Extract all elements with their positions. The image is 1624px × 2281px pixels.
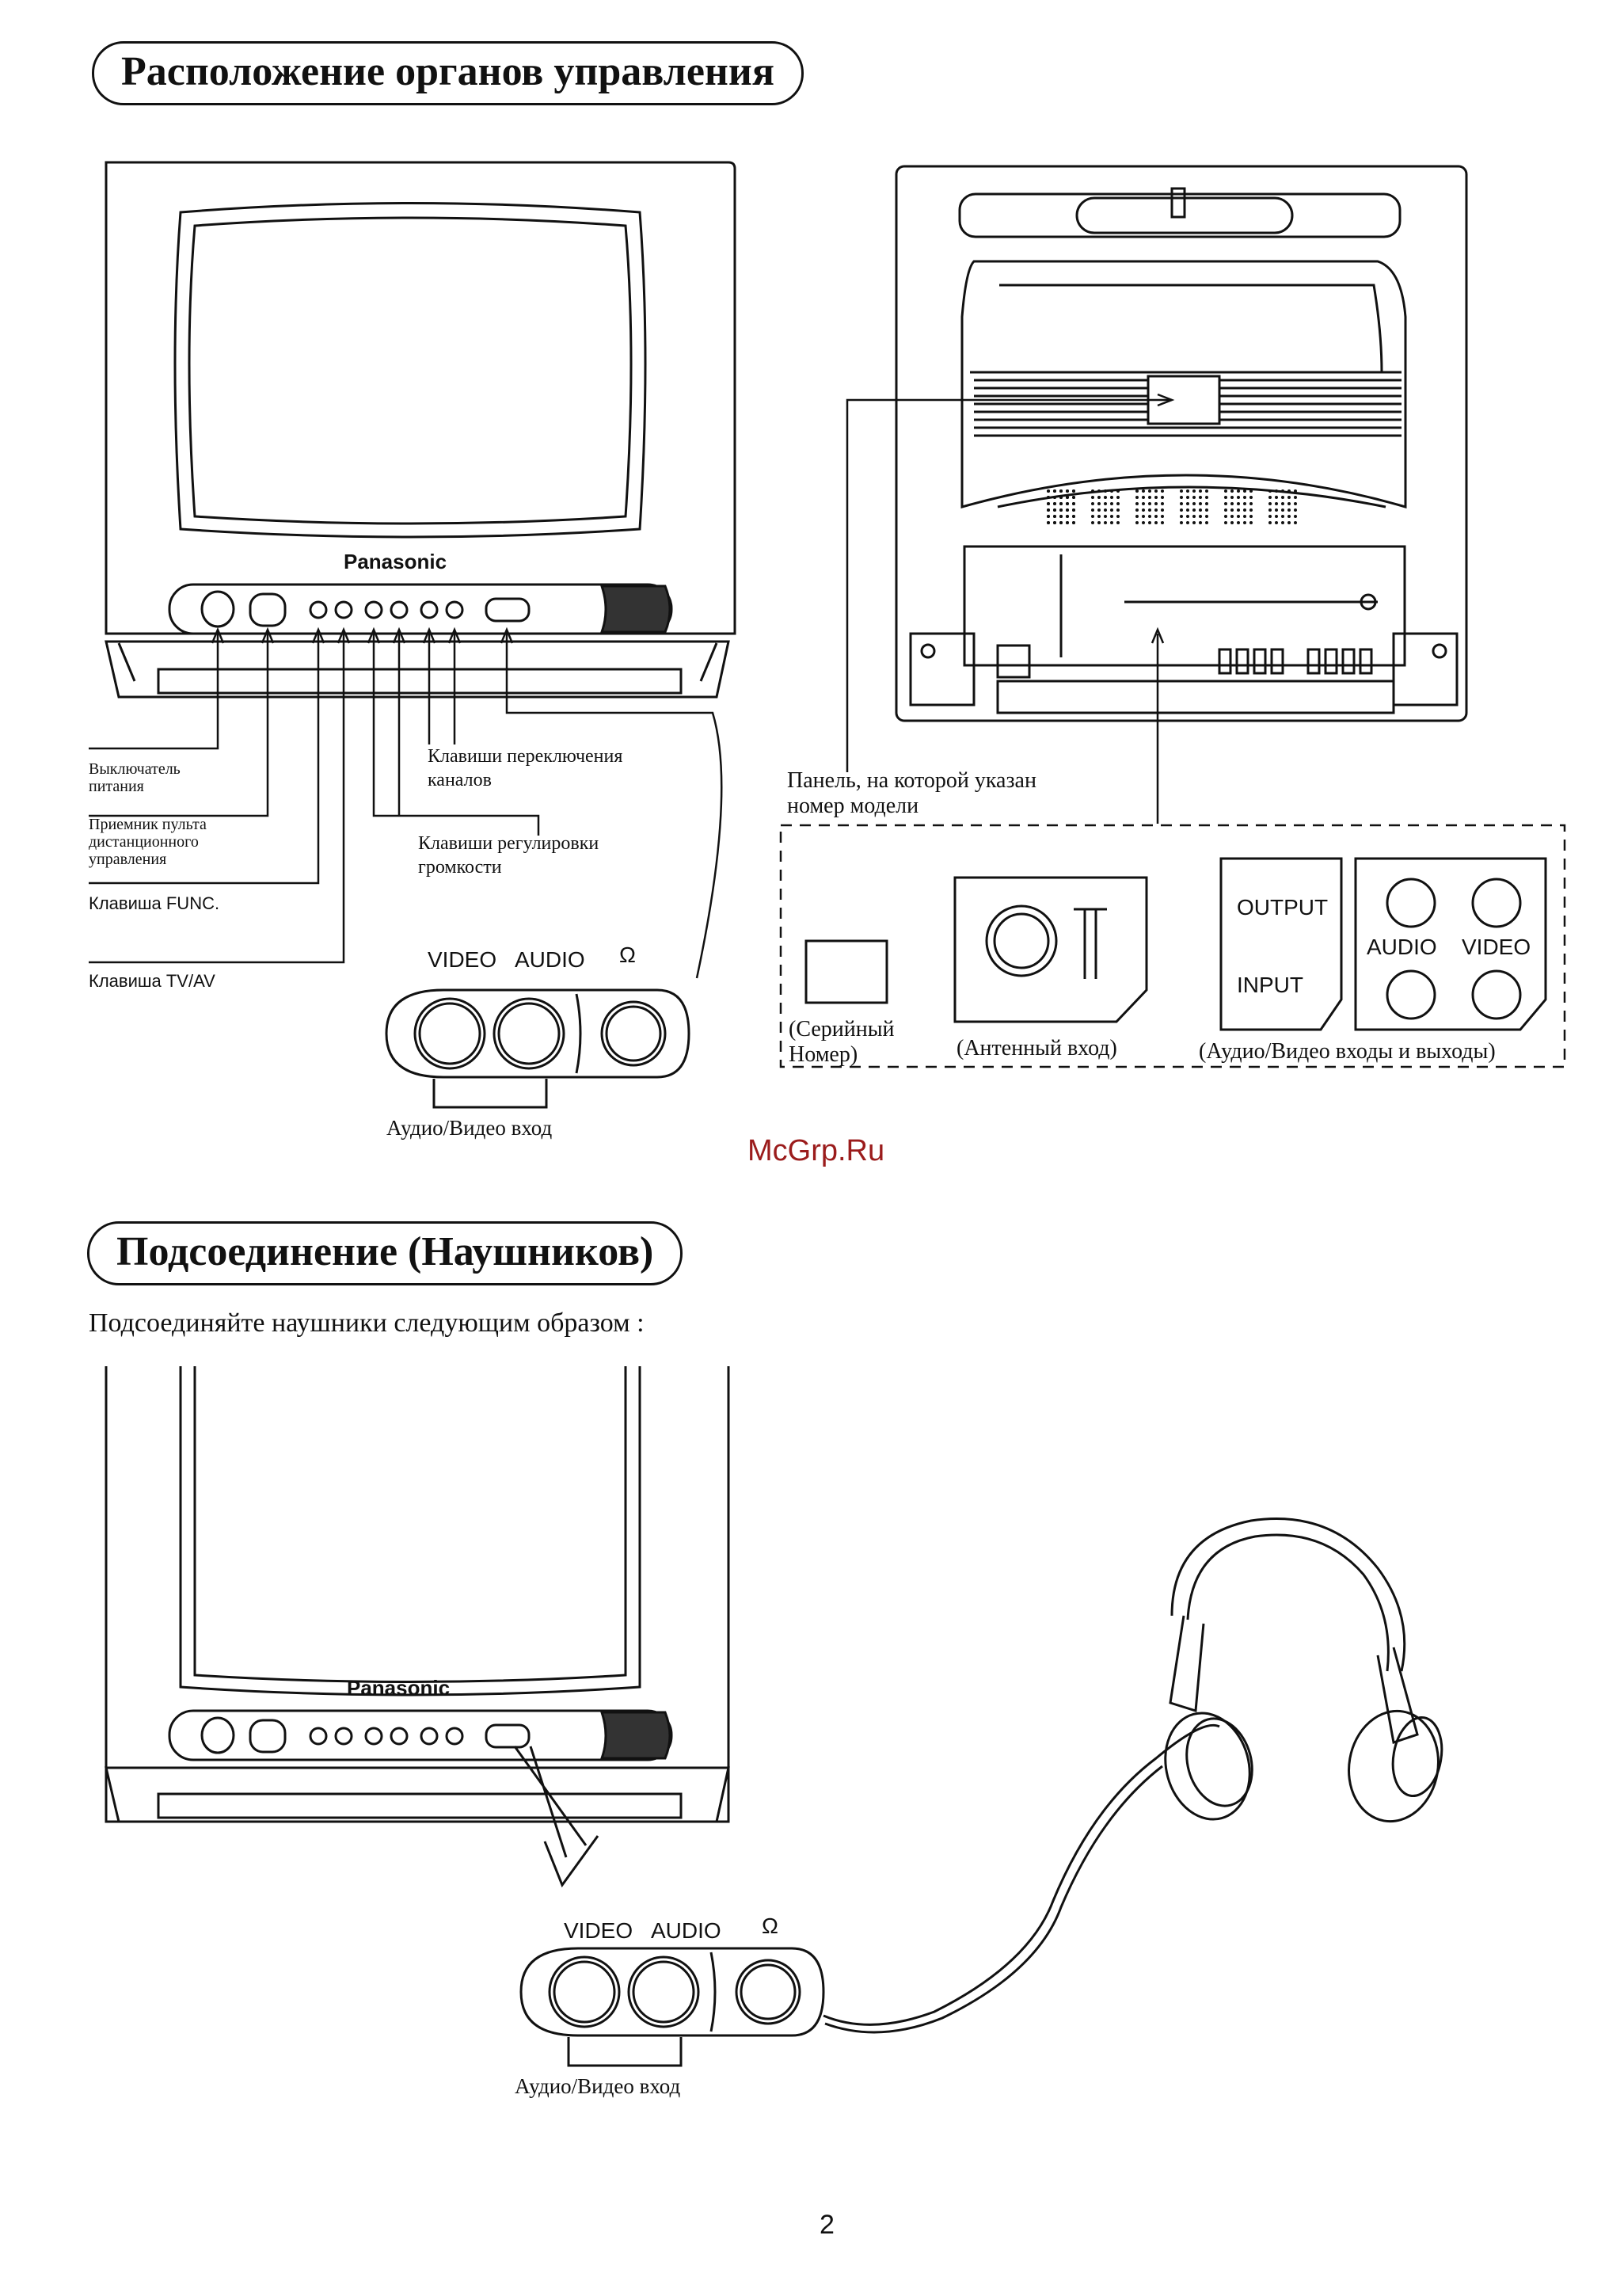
antenna-socket: [985, 904, 1058, 977]
rear-video-in-jack: [1471, 969, 1522, 1020]
volume-down-button: [364, 600, 383, 619]
headphones-illustration: [823, 1517, 1443, 2034]
rear-cabinet-hump: [960, 260, 1407, 508]
func-button: [309, 600, 328, 619]
front-tv-screen-outer: [173, 202, 647, 539]
tvav-key-label: Клавиша TV/AV: [89, 971, 215, 991]
remote-receiver-label: Приемник пульта дистанционного управлени…: [89, 816, 207, 868]
rear-handle-recess: [958, 192, 1402, 238]
channel-down-button: [420, 600, 439, 619]
audio-jack-label-2: AUDIO: [651, 1918, 721, 1943]
serial-number-box: [804, 939, 888, 1004]
audio-jack-1: [493, 997, 565, 1070]
brand-logo-1: Panasonic: [344, 550, 447, 573]
front-control-strip-2: [168, 1709, 673, 1761]
av-jack-block-1: [385, 988, 690, 1079]
channel-keys-label: Клавиши переключения каналов: [428, 746, 623, 790]
watermark: McGrp.Ru: [747, 1134, 885, 1167]
rear-audio-label: AUDIO: [1367, 935, 1437, 959]
rear-detail-dashed-box: [779, 824, 1566, 1068]
brand-logo-2: Panasonic: [347, 1676, 451, 1700]
antenna-input-box: [953, 876, 1148, 1023]
av-door: [485, 597, 531, 623]
rear-foot-right: [1392, 632, 1459, 706]
video-jack-1: [413, 997, 486, 1070]
front-tv-base-recess: [157, 668, 683, 695]
audio-jack-label-1: AUDIO: [515, 947, 585, 972]
rear-video-out-jack: [1471, 878, 1522, 928]
av-jack-block-2: [519, 1947, 825, 2037]
front-speaker-grille: [599, 585, 671, 634]
serial-number-label: (Серийный Номер): [789, 1017, 895, 1067]
rear-terminal-area: [963, 545, 1406, 667]
front-tv-screen-2: [179, 1366, 641, 1696]
remote-receiver: [249, 592, 287, 627]
input-label: INPUT: [1237, 973, 1303, 997]
headphone-jack-2: [735, 1959, 801, 2025]
headphone-symbol-2: Ω: [762, 1914, 778, 1938]
rear-video-label: VIDEO: [1462, 935, 1531, 959]
section-title-controls: Расположение органов управления: [92, 41, 804, 105]
tvav-button: [334, 600, 353, 619]
av-input-caption-2: Аудио/Видео вход: [515, 2074, 681, 2098]
power-switch-button: [200, 590, 235, 628]
audio-video-jacks-panel: [1354, 857, 1547, 1031]
front-control-strip: [168, 583, 673, 635]
rear-audio-in-jack: [1386, 969, 1436, 1020]
antenna-input-label: (Антенный вход): [957, 1036, 1117, 1061]
av-input-caption-1: Аудио/Видео вход: [386, 1116, 553, 1140]
volume-up-button: [390, 600, 409, 619]
output-input-panel: [1219, 857, 1343, 1031]
volume-keys-label: Клавиши регулировки громкости: [418, 833, 599, 878]
front-tv-screen-inner: [188, 216, 633, 525]
rear-foot-left: [909, 632, 976, 706]
section-title-headphones: Подсоединение (Наушников): [87, 1221, 683, 1285]
func-key-label: Клавиша FUNC.: [89, 893, 220, 913]
channel-up-button: [445, 600, 464, 619]
av-io-label: (Аудио/Видео входы и выходы): [1199, 1039, 1496, 1064]
front-tv-base: [105, 640, 730, 699]
video-jack-label-2: VIDEO: [564, 1918, 633, 1943]
video-jack-label-1: VIDEO: [428, 947, 497, 972]
rear-tv-body: [895, 165, 1468, 722]
power-switch-label: Выключатель питания: [89, 760, 181, 795]
output-label: OUTPUT: [1237, 895, 1329, 920]
headphone-symbol-1: Ω: [619, 942, 636, 967]
headphone-jack-1: [600, 1000, 667, 1067]
front-tv-body: [105, 161, 736, 635]
intro-text: Подсоединяйте наушники следующим образом…: [89, 1308, 645, 1338]
model-panel-label: Панель, на которой указан номер модели: [787, 768, 1036, 818]
rear-audio-out-jack: [1386, 878, 1436, 928]
page-number: 2: [820, 2210, 835, 2240]
